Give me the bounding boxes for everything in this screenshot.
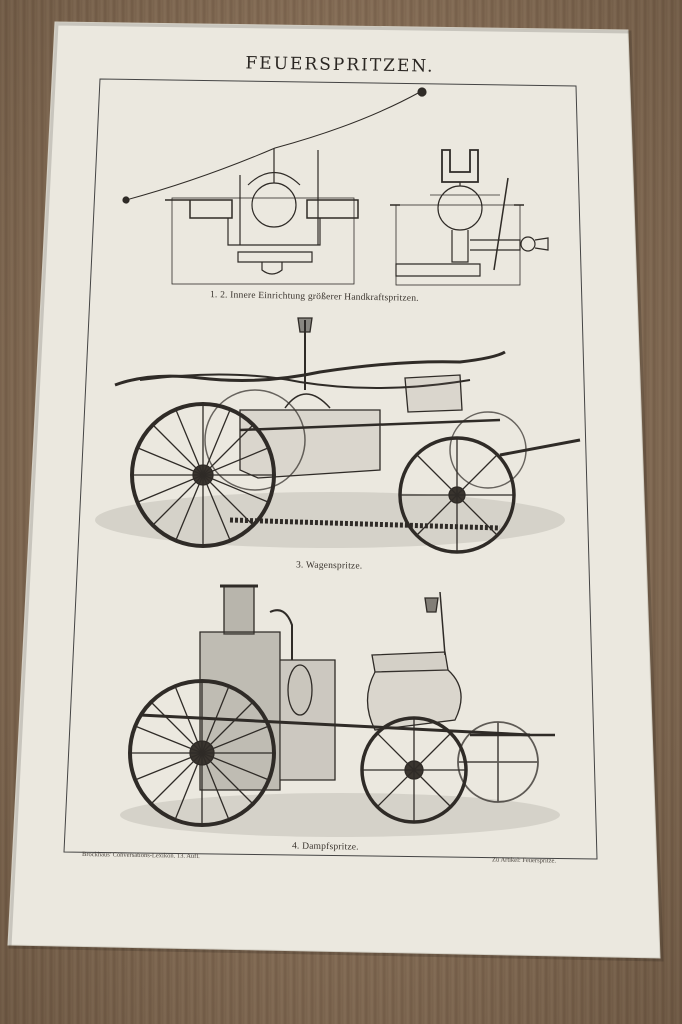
- figure-4-caption: 4. Dampfspritze.: [291, 841, 359, 853]
- steam-rear-wheel: [128, 679, 276, 827]
- plate-title: FEUERSPRITZEN.: [245, 53, 435, 77]
- footer-source: Brockhaus' Conversations-Lexikon. 13. Au…: [81, 850, 200, 861]
- figure-1-2-caption: 1. 2. Innere Einrichtung größerer Handkr…: [209, 290, 419, 304]
- figure-1-diagram: [122, 87, 427, 285]
- figure-4-steam-engine: [120, 584, 560, 837]
- wagon-front-wheel: [398, 436, 516, 554]
- footer-article-ref: Zu Artikel: Feuerspritze.: [491, 856, 557, 865]
- steam-far-wheel: [457, 721, 539, 803]
- plate-border: [63, 78, 598, 860]
- figure-3-caption: 3. Wagenspritze.: [295, 560, 363, 572]
- figure-2-diagram: [390, 149, 549, 286]
- wagon-far-wheels: [204, 389, 527, 491]
- steam-front-wheel: [360, 716, 468, 824]
- figure-3-wagon-engine: [95, 317, 581, 554]
- wagon-rear-wheel: [130, 402, 276, 548]
- paper-sheet: [7, 21, 661, 959]
